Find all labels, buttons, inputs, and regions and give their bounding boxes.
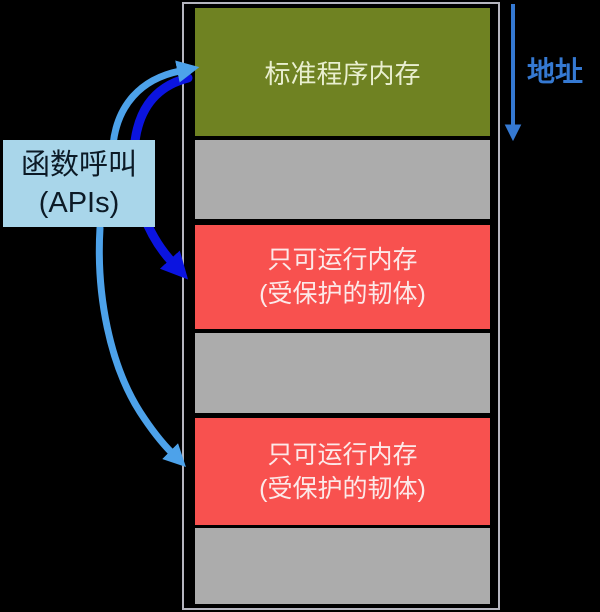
block-execute-only-memory-1-line2: (受保护的韧体) bbox=[259, 280, 426, 308]
block-unlabeled-memory-2 bbox=[195, 333, 490, 413]
block-execute-only-memory-2-line1: 只可运行内存 bbox=[267, 440, 418, 469]
block-execute-only-memory-2: 只可运行内存 (受保护的韧体) bbox=[195, 418, 490, 525]
block-standard-program-memory-label: 标准程序内存 bbox=[264, 58, 421, 89]
api-callout-box: 函数呼叫 (APIs) bbox=[3, 140, 155, 227]
api-call-arrow-to-execute-only-2 bbox=[95, 224, 186, 467]
block-standard-program-memory: 标准程序内存 bbox=[195, 8, 490, 136]
block-unlabeled-memory-1 bbox=[195, 140, 490, 219]
block-execute-only-memory-2-line2: (受保护的韧体) bbox=[259, 474, 426, 503]
api-call-arrow-to-standard-memory bbox=[109, 60, 200, 149]
api-callout-line2: (APIs) bbox=[38, 186, 120, 219]
block-execute-only-memory-1: 只可运行内存 (受保护的韧体) bbox=[195, 225, 490, 329]
api-callout-line1: 函数呼叫 bbox=[20, 148, 137, 181]
block-unlabeled-memory-3 bbox=[195, 528, 490, 604]
block-execute-only-memory-1-line1: 只可运行内存 bbox=[267, 246, 418, 274]
address-label: 地址 bbox=[527, 56, 584, 87]
